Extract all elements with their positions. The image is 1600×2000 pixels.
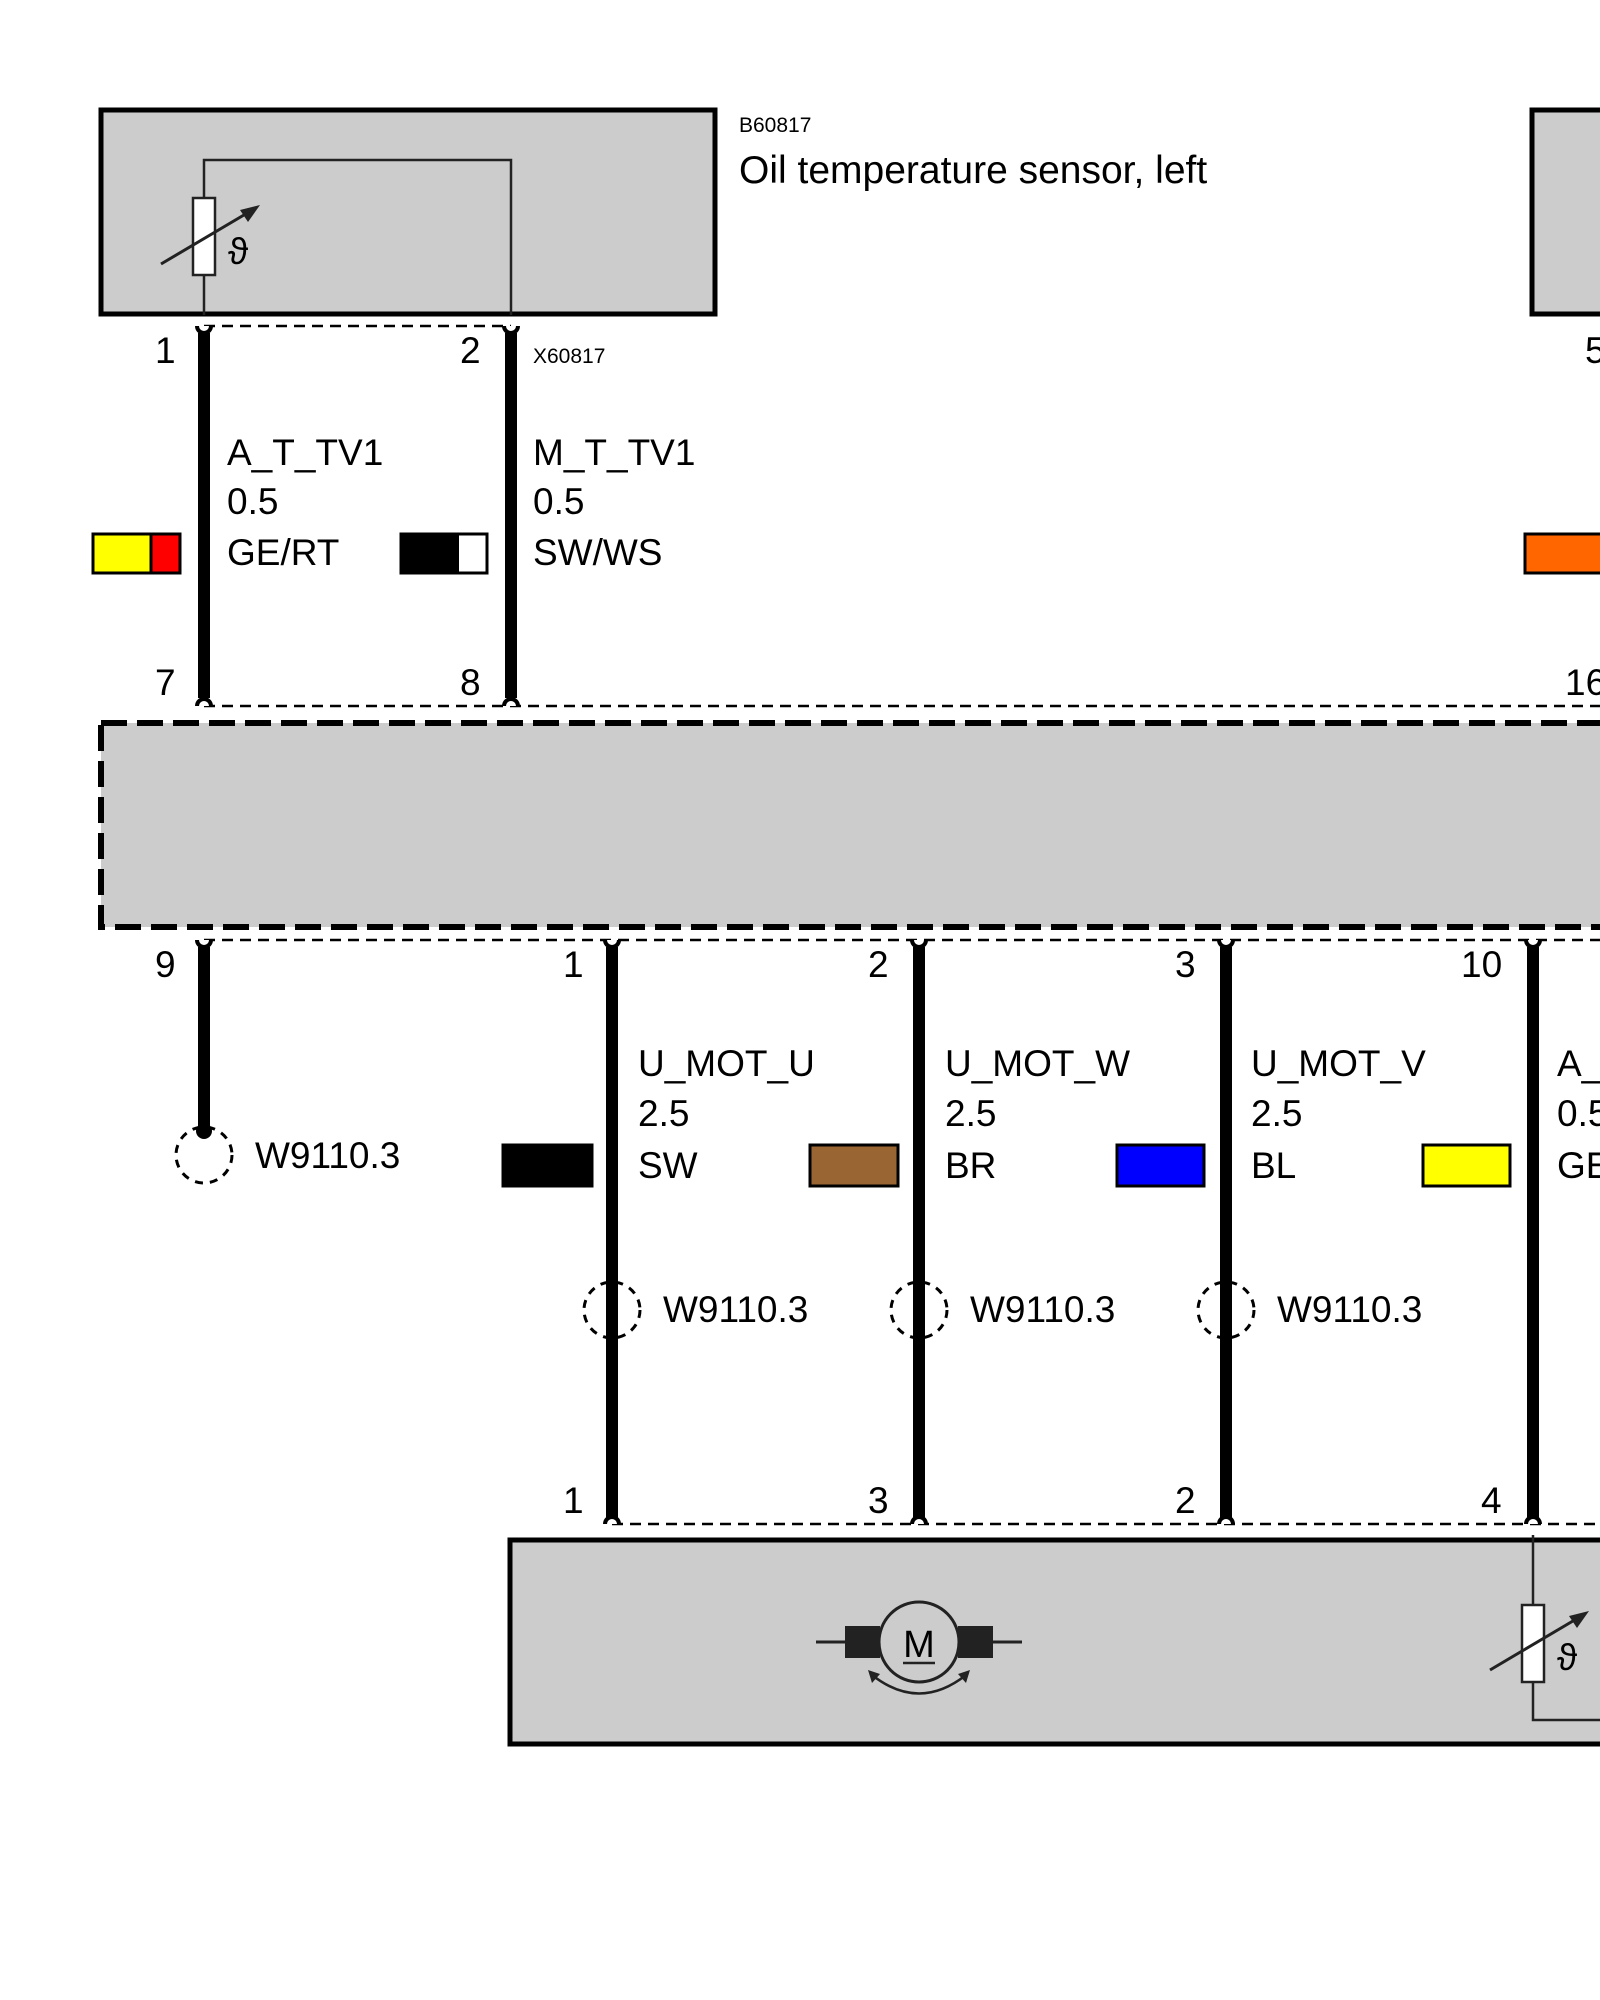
control-unit-box (98, 720, 1600, 930)
motor-pin-3 (910, 1515, 928, 1525)
wire-u-mot-v-signal: U_MOT_V (1251, 1043, 1426, 1084)
swatch-ge-rt (91, 532, 182, 575)
pin-label-u2: 2 (868, 944, 889, 985)
wire-u-mot-v-color: BL (1251, 1145, 1296, 1186)
motor-box (507, 1537, 1600, 1747)
motor-pin-label-2: 2 (1175, 1480, 1196, 1521)
shield-ground-icon (174, 1125, 234, 1185)
pin-label-9: 9 (155, 944, 176, 985)
wire-a-right-signal: A_ (1557, 1043, 1600, 1084)
pin-label-u3: 3 (1175, 944, 1196, 985)
motor-thermistor-icon: ϑ (1489, 1535, 1600, 1722)
shield-label-u: W9110.3 (663, 1289, 808, 1330)
shield-label-v: W9110.3 (1277, 1289, 1422, 1330)
sensor-left-name: Oil temperature sensor, left (739, 149, 1207, 192)
wire-m-t-tv1-signal: M_T_TV1 (533, 432, 695, 473)
wire-a-right-color: GE (1557, 1145, 1600, 1186)
swatch-bl (1115, 1143, 1206, 1188)
swatch-br (808, 1143, 900, 1188)
pin-label-8: 8 (460, 662, 481, 703)
pin-label-7: 7 (155, 662, 176, 703)
pin-u10 (1524, 939, 1542, 949)
wire-u-mot-u-gauge: 2.5 (638, 1093, 689, 1134)
theta-symbol: ϑ (228, 231, 248, 272)
pin-u2 (910, 939, 928, 949)
motor-theta-symbol: ϑ (1557, 1637, 1577, 1678)
swatch-sw-ws (399, 532, 489, 575)
swatch-ge (1421, 1143, 1512, 1188)
oil-temp-sensor-right-box (1529, 107, 1600, 317)
motor-pin-2 (1217, 1515, 1235, 1525)
wire-a-right-gauge: 0.5 (1557, 1093, 1600, 1134)
wire-u-mot-v-gauge: 2.5 (1251, 1093, 1302, 1134)
swatch-orange (1523, 532, 1600, 575)
wire-a-t-tv1-color: GE/RT (227, 532, 339, 573)
connector-pin-1 (195, 325, 213, 335)
wire-a-t-tv1-gauge: 0.5 (227, 481, 278, 522)
motor-symbol: M (903, 1624, 935, 1666)
shield-label-ground: W9110.3 (255, 1135, 400, 1176)
wire-u-mot-u-signal: U_MOT_U (638, 1043, 815, 1084)
pin-7 (195, 697, 213, 707)
connector-pin-2 (502, 325, 520, 335)
sensor-left-id: B60817 (739, 114, 811, 137)
pin-9 (195, 939, 213, 949)
shield-icon-v (1196, 1280, 1256, 1340)
motor-icon: M (816, 1600, 1022, 1695)
wire-u-mot-w-color: BR (945, 1145, 996, 1186)
wire-u-mot-w-gauge: 2.5 (945, 1093, 996, 1134)
shield-label-w: W9110.3 (970, 1289, 1115, 1330)
wire-m-t-tv1-color: SW/WS (533, 532, 662, 573)
pin-label-2: 2 (460, 330, 481, 371)
motor-pin-label-3: 3 (868, 1480, 889, 1521)
thermistor-icon: ϑ (160, 158, 513, 315)
pin-u3 (1217, 939, 1235, 949)
shield-terminal-dot (196, 1123, 212, 1139)
connector-id: X60817 (533, 345, 605, 368)
motor-pin-label-1: 1 (563, 1480, 584, 1521)
pin-label-1: 1 (155, 330, 176, 371)
pin-label-u1: 1 (563, 944, 584, 985)
pin-label-16: 16 (1565, 662, 1600, 703)
wire-a-t-tv1-signal: A_T_TV1 (227, 432, 383, 473)
motor-pin-1 (603, 1515, 621, 1525)
shield-icon-w (889, 1280, 949, 1340)
wire-u-mot-u-color: SW (638, 1145, 698, 1186)
motor-pin-4 (1524, 1515, 1542, 1525)
shield-icon-u (582, 1280, 642, 1340)
pin-u1 (603, 939, 621, 949)
sensor-right-pin: 5 (1585, 330, 1600, 371)
wire-m-t-tv1-gauge: 0.5 (533, 481, 584, 522)
motor-pin-label-4: 4 (1481, 1480, 1502, 1521)
pin-8 (502, 697, 520, 707)
wire-u-mot-w-signal: U_MOT_W (945, 1043, 1130, 1084)
swatch-sw (501, 1143, 594, 1188)
pin-label-u10: 10 (1461, 944, 1502, 985)
